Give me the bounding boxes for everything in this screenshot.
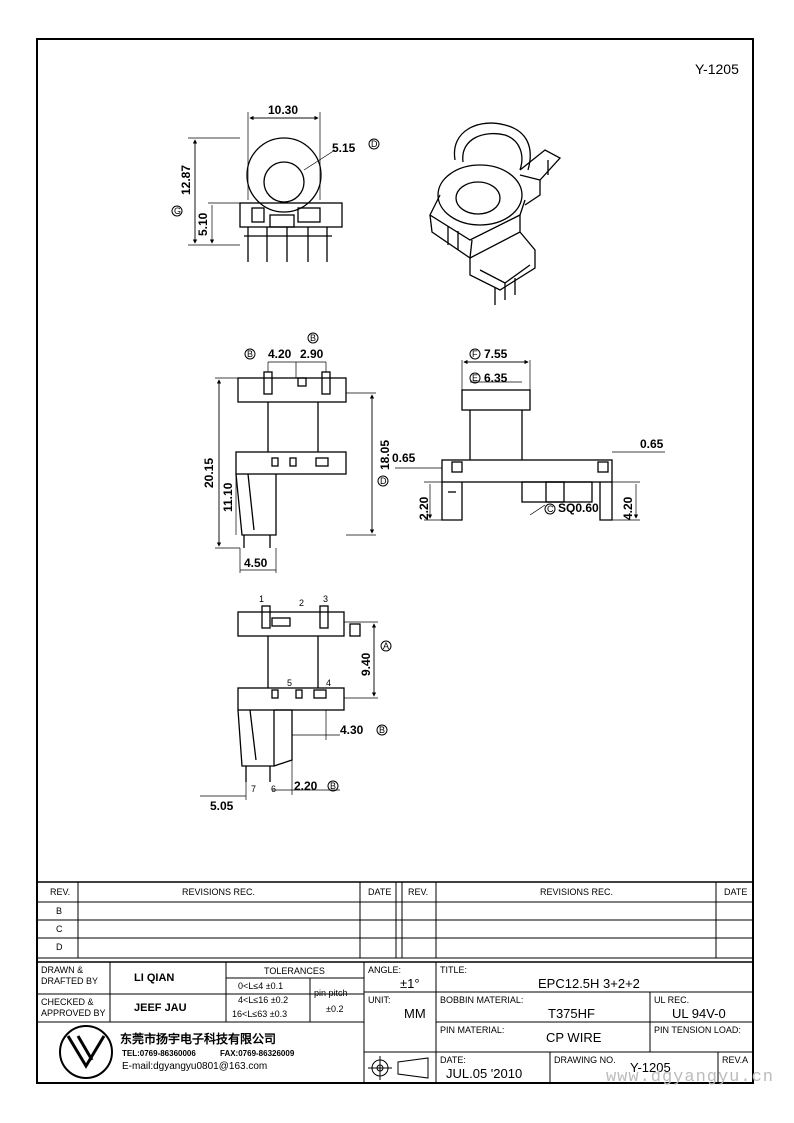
dim-side-a: 4.20 — [268, 347, 292, 361]
marker-pin-a: A — [383, 641, 389, 651]
angle-label: ANGLE: — [368, 965, 402, 975]
dim-side-b: 2.90 — [300, 347, 324, 361]
pin-label-2: 2 — [299, 598, 304, 608]
top-view — [171, 112, 380, 262]
dim-top-base: 5.10 — [196, 212, 210, 236]
pin-label-1: 1 — [259, 594, 264, 604]
dim-pin-c: 2.20 — [294, 779, 318, 793]
marker-pin-b: B — [379, 725, 385, 735]
rev-date-header-left: DATE — [368, 887, 392, 897]
side-view — [215, 332, 389, 573]
rev-row-b: B — [56, 906, 63, 916]
marker-front-a: F — [472, 349, 478, 359]
pin-label-7: 7 — [251, 784, 256, 794]
dim-front-e: 2.20 — [417, 496, 431, 520]
pin-label-5: 5 — [287, 678, 292, 688]
dim-front-f: SQ0.60 — [558, 501, 599, 515]
dim-top-width: 10.30 — [268, 103, 298, 117]
marker-side-c: D — [380, 476, 387, 486]
unit-value: MM — [404, 1006, 426, 1021]
rev-header-left: REV. — [50, 887, 71, 897]
rev-row-c: C — [56, 924, 63, 934]
marker-top-diameter: D — [371, 139, 378, 149]
tolerance-1: 0<L≤4 ±0.1 — [238, 981, 284, 991]
rev-row-d: D — [56, 942, 63, 952]
pin-material-label: PIN MATERIAL: — [440, 1025, 505, 1035]
bobbin-material-value: T375HF — [548, 1006, 595, 1021]
pin-pitch-label: pin pitch — [314, 988, 348, 998]
date-label: DATE: — [440, 1055, 466, 1065]
company-tel: TEL:0769-86360006 — [122, 1049, 196, 1058]
drawn-by: LI QIAN — [134, 972, 175, 984]
title-value: EPC12.5H 3+2+2 — [538, 976, 640, 991]
tolerances-label: TOLERANCES — [264, 966, 325, 976]
watermark-text: www.dgyangyu.cn — [605, 1068, 774, 1087]
unit-label: UNIT: — [368, 995, 391, 1005]
rev-header-right: REV. — [408, 887, 429, 897]
dim-front-b: 6.35 — [484, 371, 508, 385]
drawn-label: DRAWN & DRAFTED BY — [41, 965, 99, 986]
dim-front-g: 4.20 — [621, 496, 635, 520]
pin-label-6: 6 — [271, 784, 276, 794]
drawing-no-value: Y-1205 — [630, 1060, 671, 1075]
marker-side-b: B — [310, 333, 316, 343]
marker-front-f: C — [547, 504, 554, 514]
date-value: JUL.05 '2010 — [446, 1066, 523, 1081]
pin-pitch-value: ±0.2 — [326, 1004, 344, 1014]
marker-top-height: G — [174, 206, 181, 216]
header-drawing-id: Y-1205 — [695, 61, 739, 77]
marker-pin-c: B — [330, 781, 336, 791]
rev-rec-header-right: REVISIONS REC. — [540, 887, 614, 897]
dim-top-diameter: 5.15 — [332, 141, 356, 155]
dim-pin-d: 5.05 — [210, 799, 234, 813]
front-view — [395, 348, 665, 521]
drawing-frame — [36, 38, 754, 1084]
pin-view — [200, 605, 392, 800]
rev-rec-header-left: REVISIONS REC. — [182, 887, 256, 897]
pin-tension-label: PIN TENSION LOAD: — [654, 1025, 741, 1035]
dim-front-a: 7.55 — [484, 347, 508, 361]
company-name: 东莞市扬宇电子科技有限公司 — [120, 1032, 277, 1046]
title-label: TITLE: — [440, 965, 468, 975]
company-fax: FAX:0769-86326009 — [220, 1049, 295, 1058]
dim-top-height: 12.87 — [179, 165, 193, 195]
dim-pin-b: 4.30 — [340, 723, 364, 737]
bobbin-material-label: BOBBIN MATERIAL: — [440, 995, 524, 1005]
marker-front-b: E — [472, 373, 478, 383]
ul-rec-value: UL 94V-0 — [672, 1006, 726, 1021]
rev-a-label: REV.A — [722, 1055, 749, 1065]
dim-side-e: 4.50 — [244, 556, 268, 570]
pin-material-value: CP WIRE — [546, 1030, 602, 1045]
drawing-no-label: DRAWING NO. — [554, 1055, 616, 1065]
isometric-view — [429, 122, 562, 305]
marker-side-a: B — [247, 349, 253, 359]
rev-date-header-right: DATE — [724, 887, 748, 897]
dim-front-d: 0.65 — [640, 437, 664, 451]
dim-side-total: 20.15 — [202, 458, 216, 488]
ul-rec-label: UL REC. — [654, 995, 690, 1005]
pin-label-4: 4 — [326, 678, 331, 688]
tolerance-3: 16<L≤63 ±0.3 — [232, 1009, 288, 1019]
company-email: E-mail:dgyangyu0801@163.com — [122, 1061, 268, 1072]
dim-pin-a: 9.40 — [359, 652, 373, 676]
dim-side-c: 18.05 — [378, 440, 392, 470]
angle-value: ±1° — [400, 976, 420, 991]
dim-side-d: 11.10 — [221, 482, 235, 512]
checked-label: CHECKED & APPROVED BY — [41, 997, 106, 1018]
checked-by: JEEF JAU — [134, 1002, 187, 1014]
pin-label-3: 3 — [323, 594, 328, 604]
dim-front-c: 0.65 — [392, 451, 416, 465]
tolerance-2: 4<L≤16 ±0.2 — [238, 995, 289, 1005]
title-block-grid — [38, 881, 752, 1082]
